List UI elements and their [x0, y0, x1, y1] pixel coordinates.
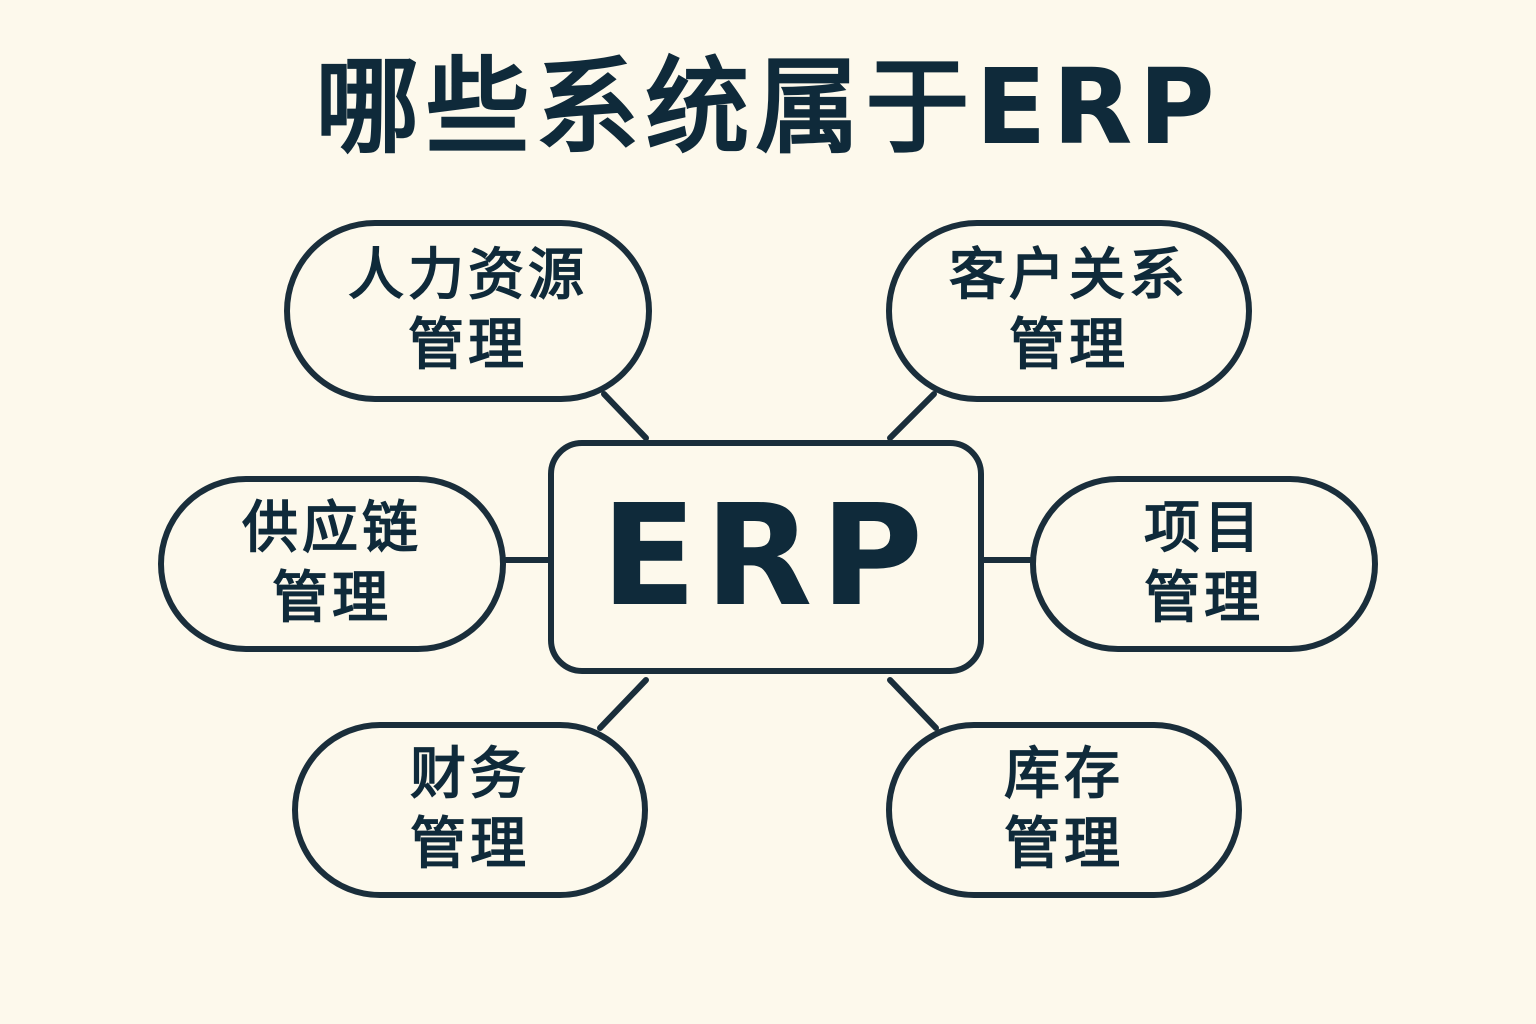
module-crm: 客户关系 管理 — [886, 220, 1252, 402]
connector-inventory — [887, 677, 939, 731]
module-crm-line1: 客户关系 — [949, 243, 1189, 308]
module-supply-chain: 供应链 管理 — [158, 476, 506, 652]
module-hr-line2: 管理 — [408, 313, 528, 378]
erp-hub-label: ERP — [600, 475, 932, 638]
connector-crm — [887, 391, 937, 441]
connector-finance — [597, 677, 649, 731]
module-project-line1: 项目 — [1144, 496, 1264, 561]
erp-hub: ERP — [548, 440, 984, 674]
module-finance-line1: 财务 — [410, 742, 530, 807]
module-hr: 人力资源 管理 — [284, 220, 652, 402]
module-crm-line2: 管理 — [1009, 313, 1129, 378]
module-finance: 财务 管理 — [292, 722, 648, 898]
module-project: 项目 管理 — [1030, 476, 1378, 652]
connector-hr — [601, 391, 649, 441]
module-finance-line2: 管理 — [410, 812, 530, 877]
page-title: 哪些系统属于ERP — [315, 46, 1221, 168]
module-inventory-line2: 管理 — [1004, 812, 1124, 877]
module-project-line2: 管理 — [1144, 566, 1264, 631]
module-inventory: 库存 管理 — [886, 722, 1242, 898]
module-inventory-line1: 库存 — [1004, 742, 1124, 807]
module-supply-chain-line1: 供应链 — [242, 496, 422, 561]
module-hr-line1: 人力资源 — [348, 243, 588, 308]
module-supply-chain-line2: 管理 — [272, 566, 392, 631]
